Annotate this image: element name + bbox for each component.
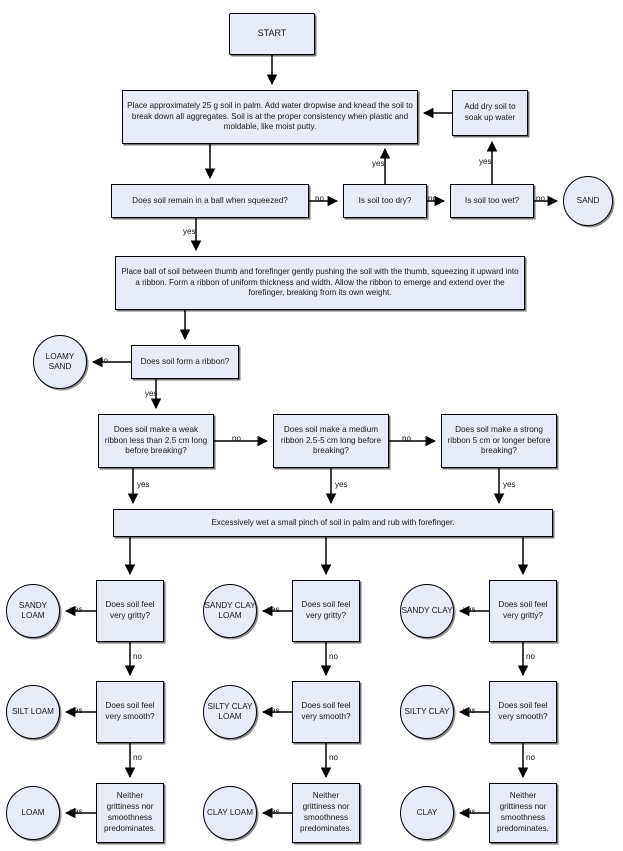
node-smooth-3: Does soil feel very smooth? xyxy=(489,681,557,743)
edge-label-e-smooth2-neither2: no xyxy=(329,753,338,762)
edge-label-e-smooth3-siltyclay: yes xyxy=(463,706,476,715)
edge-label-e-gritty3-sandyclay: yes xyxy=(463,605,476,614)
node-gritty-3: Does soil feel very gritty? xyxy=(489,580,557,642)
node-ribbon-form: Place ball of soil between thumb and for… xyxy=(115,256,525,310)
node-add-dry-soil: Add dry soil to soak up water xyxy=(452,90,528,136)
node-too-wet: Is soil too wet? xyxy=(450,184,534,218)
edge-label-e-neither1-loam: yes xyxy=(70,807,83,816)
edge-label-e-gritty1-sandyloam: yes xyxy=(70,605,83,614)
node-silty-clay-loam: SILTY CLAY LOAM xyxy=(203,685,257,739)
node-start: START xyxy=(229,13,315,55)
node-sand: SAND xyxy=(563,176,613,226)
node-strong-ribbon: Does soil make a strong ribbon 5 cm or l… xyxy=(441,414,557,468)
node-loam: LOAM xyxy=(6,786,60,840)
edge-label-e-formrib-weak: yes xyxy=(145,389,158,398)
node-neither-2: Neither grittiness nor smoothness predom… xyxy=(292,783,360,843)
node-neither-1: Neither grittiness nor smoothness predom… xyxy=(96,783,164,843)
node-clay-loam: CLAY LOAM xyxy=(203,786,257,840)
node-form-ribbon: Does soil form a ribbon? xyxy=(131,345,239,379)
node-medium-ribbon: Does soil make a medium ribbon 2.5-5 cm … xyxy=(273,414,389,468)
node-neither-3: Neither grittiness nor smoothness predom… xyxy=(489,783,557,843)
node-sandy-clay-loam: SANDY CLAY LOAM xyxy=(203,584,257,638)
edge-label-e-medium-strong: no xyxy=(402,434,411,443)
edge-label-e-smooth3-neither3: no xyxy=(526,753,535,762)
edge-label-e-dry-wet: no xyxy=(428,194,437,203)
edge-label-e-strong-wetpinch: yes xyxy=(503,480,516,489)
edge-label-e-medium-wetpinch: yes xyxy=(335,480,348,489)
node-silty-clay: SILTY CLAY xyxy=(400,685,454,739)
edge-label-e-wet-sand: no xyxy=(536,194,545,203)
node-weak-ribbon: Does soil make a weak ribbon less than 2… xyxy=(98,414,214,468)
edge-label-e-neither2-clayloam: yes xyxy=(267,807,280,816)
edge-label-e-gritty2-smooth2: no xyxy=(329,652,338,661)
node-ball-squeezed: Does soil remain in a ball when squeezed… xyxy=(111,184,309,218)
node-gritty-2: Does soil feel very gritty? xyxy=(292,580,360,642)
edge-label-e-gritty3-smooth3: no xyxy=(526,652,535,661)
edge-label-e-smooth1-neither1: no xyxy=(133,753,142,762)
edge-label-e-dry-place: yes xyxy=(372,159,385,168)
edge-label-e-weak-medium: no xyxy=(232,434,241,443)
edge-label-e-gritty1-smooth1: no xyxy=(133,652,142,661)
node-clay: CLAY xyxy=(400,786,454,840)
edge-label-e-smooth1-siltloam: yes xyxy=(70,706,83,715)
edge-label-e-wet-adddry: yes xyxy=(479,157,492,166)
node-loamy-sand: LOAMY SAND xyxy=(33,335,87,389)
node-smooth-2: Does soil feel very smooth? xyxy=(292,681,360,743)
edge-label-e-gritty2-scl: yes xyxy=(267,605,280,614)
node-too-dry: Is soil too dry? xyxy=(343,184,427,218)
edge-label-e-weak-wetpinch: yes xyxy=(137,480,150,489)
edge-label-e-formrib-loamysand: no xyxy=(99,356,108,365)
edge-label-e-ball-ribbonform: yes xyxy=(183,227,196,236)
edge-label-e-ball-dry: no xyxy=(315,194,324,203)
node-smooth-1: Does soil feel very smooth? xyxy=(96,681,164,743)
node-sandy-clay: SANDY CLAY xyxy=(400,584,454,638)
edge-label-e-smooth2-scloam: yes xyxy=(267,706,280,715)
node-sandy-loam: SANDY LOAM xyxy=(6,584,60,638)
node-wet-pinch: Excessively wet a small pinch of soil in… xyxy=(113,509,553,537)
node-gritty-1: Does soil feel very gritty? xyxy=(96,580,164,642)
node-silt-loam: SILT LOAM xyxy=(6,685,60,739)
edge-label-e-neither3-clay: yes xyxy=(463,807,476,816)
node-place-soil: Place approximately 25 g soil in palm. A… xyxy=(122,90,418,144)
